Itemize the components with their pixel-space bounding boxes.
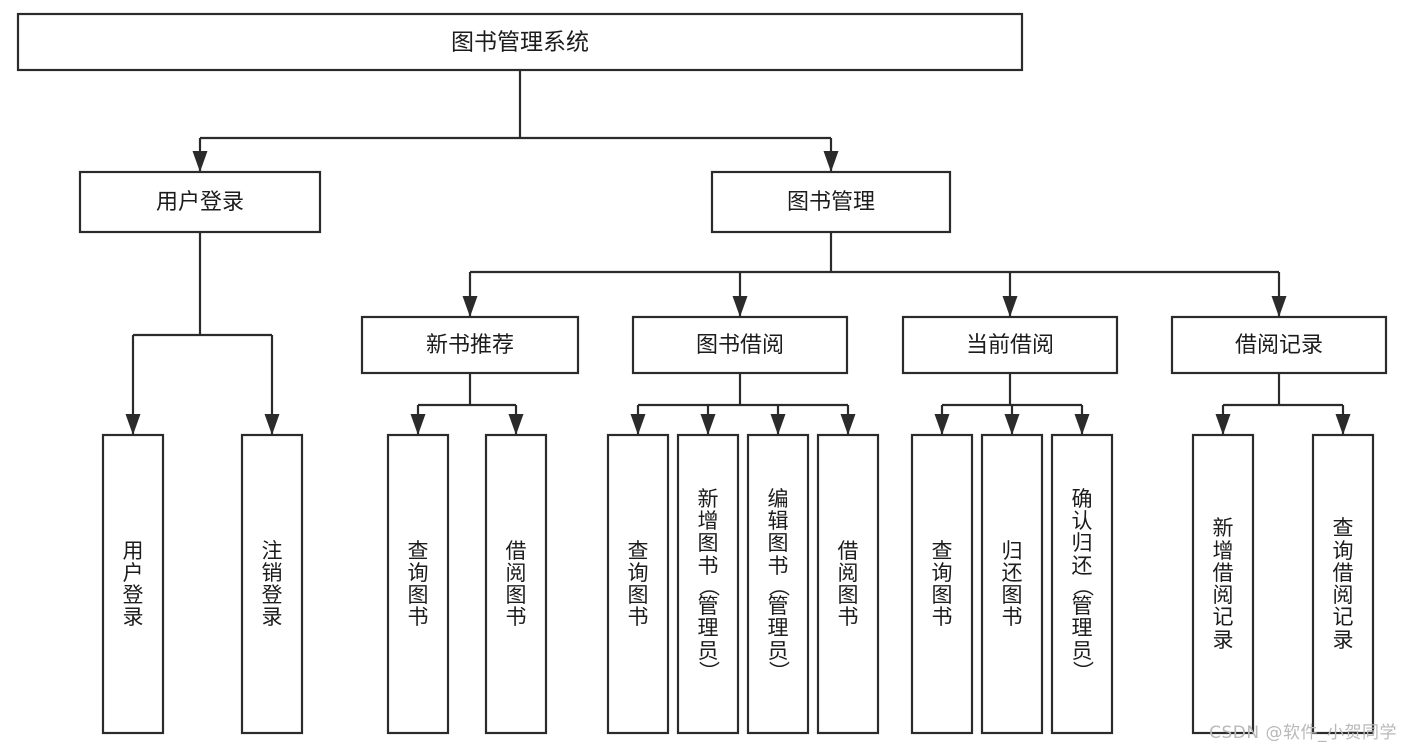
node-book-borrow-label: 图书借阅	[696, 333, 784, 358]
arrowhead-book-manage	[823, 151, 839, 172]
node-leaf-return-book[interactable]	[980, 433, 1044, 735]
node-leaf-query-book-c[interactable]	[910, 433, 974, 735]
arrowhead-leaf-query-book-rec	[410, 414, 426, 435]
node-borrow-record-label: 借阅记录	[1235, 333, 1323, 358]
node-book-manage[interactable]	[710, 170, 952, 234]
node-user-login-label: 用户登录	[156, 190, 244, 215]
arrowhead-leaf-query-book-c	[934, 414, 950, 435]
node-leaf-borrow-book-b[interactable]	[816, 433, 880, 735]
arrowhead-borrow-record	[1271, 296, 1287, 317]
node-current-borrow-label: 当前借阅	[966, 333, 1054, 358]
node-leaf-add-book[interactable]	[676, 433, 740, 735]
node-leaf-edit-book[interactable]	[746, 433, 810, 735]
node-leaf-add-record[interactable]	[1191, 433, 1255, 735]
arrowhead-leaf-query-record	[1335, 414, 1351, 435]
node-borrow-record[interactable]	[1170, 315, 1388, 375]
node-leaf-query-book-rec[interactable]	[386, 433, 450, 735]
arrowhead-new-book-rec	[462, 296, 478, 317]
node-leaf-query-book-b[interactable]	[606, 433, 670, 735]
node-root[interactable]	[16, 12, 1024, 72]
arrowhead-leaf-return-book	[1004, 414, 1020, 435]
arrowhead-leaf-add-record	[1215, 414, 1231, 435]
arrowhead-user-login	[192, 151, 208, 172]
node-book-borrow[interactable]	[631, 315, 849, 375]
node-new-book-rec[interactable]	[360, 315, 580, 375]
node-leaf-user-login[interactable]	[101, 433, 165, 735]
arrowhead-book-borrow	[732, 296, 748, 317]
arrowhead-leaf-query-book-b	[630, 414, 646, 435]
node-new-book-rec-label: 新书推荐	[426, 333, 514, 358]
connector-layer	[125, 70, 1351, 435]
node-leaf-confirm-return[interactable]	[1050, 433, 1114, 735]
arrowhead-current-borrow	[1002, 296, 1018, 317]
arrowhead-leaf-edit-book	[770, 414, 786, 435]
node-root-label: 图书管理系统	[451, 30, 589, 56]
node-current-borrow[interactable]	[901, 315, 1119, 375]
arrowhead-leaf-borrow-book-rec	[508, 414, 524, 435]
node-leaf-logout[interactable]	[240, 433, 304, 735]
node-user-login[interactable]	[78, 170, 322, 234]
arrowhead-leaf-add-book	[700, 414, 716, 435]
node-box-layer	[16, 12, 1388, 735]
arrowhead-leaf-logout	[264, 414, 280, 435]
csdn-watermark: CSDN @软件_小贺同学	[1209, 723, 1397, 743]
node-leaf-borrow-book-rec[interactable]	[484, 433, 548, 735]
node-book-manage-label: 图书管理	[787, 190, 875, 215]
arrowhead-leaf-confirm-return	[1074, 414, 1090, 435]
arrowhead-leaf-user-login	[125, 414, 141, 435]
arrowhead-leaf-borrow-book-b	[840, 414, 856, 435]
node-leaf-query-record[interactable]	[1311, 433, 1375, 735]
